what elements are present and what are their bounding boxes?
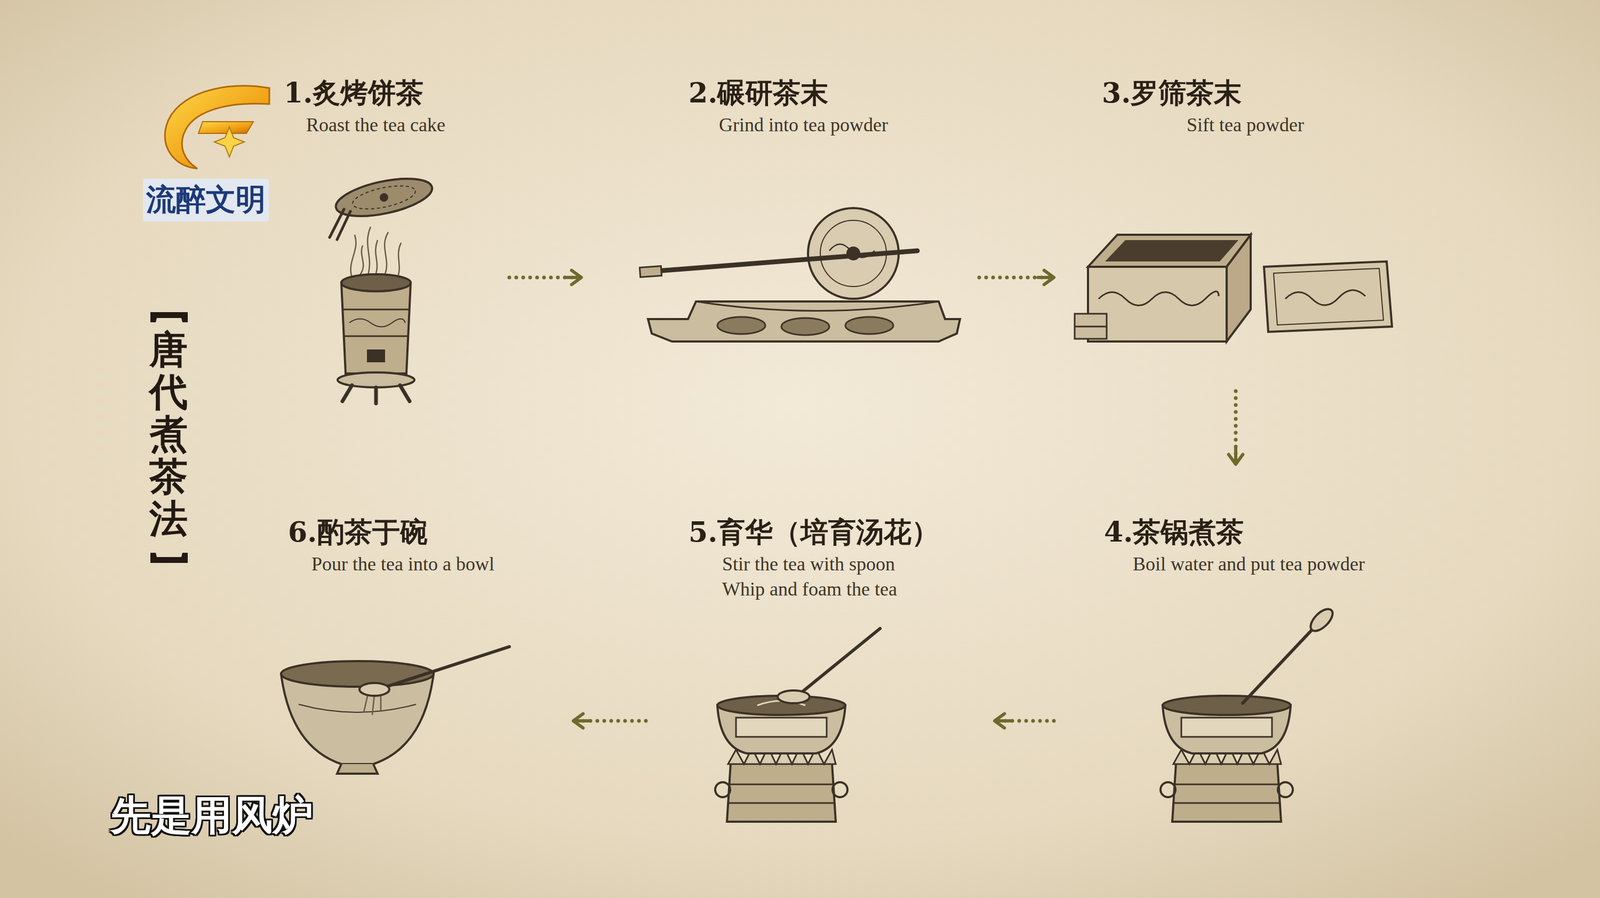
flow-arrow — [573, 718, 646, 723]
step-heading: 6.酌茶于碗 — [288, 515, 495, 549]
title-bracket — [150, 552, 188, 563]
channel-logo — [164, 85, 270, 169]
wheel-hub — [846, 246, 861, 261]
bowl-line — [298, 704, 416, 712]
step-heading: 2.碾研茶末 — [688, 76, 888, 110]
grinder-trough — [648, 301, 960, 342]
box-side — [1226, 234, 1251, 342]
process-step: 1.炙烤饼茶Roast the tea cake — [266, 69, 496, 406]
process-step: 6.酌茶于碗Pour the tea into a bowl — [266, 496, 560, 832]
pot-stove — [1160, 695, 1293, 822]
box-pattern — [1098, 291, 1219, 306]
box-top — [1088, 234, 1251, 267]
brazier-bands — [342, 309, 410, 336]
process-step: 5.育华（培育汤花）Stir the tea with spoon Whip a… — [659, 496, 982, 832]
brazier-legs — [342, 385, 410, 404]
step-heading: 5.育华（培育汤花） — [688, 515, 940, 549]
brazier-vent — [366, 349, 386, 363]
flow-arrow — [979, 275, 1054, 280]
spoon-bowl — [777, 690, 810, 703]
spoon-bowl — [1306, 604, 1336, 635]
pot-stove — [715, 695, 848, 822]
lid-pattern — [1285, 290, 1366, 306]
brazier-pattern — [349, 318, 406, 327]
pot-stove-illustration — [1160, 604, 1337, 822]
logo-bar — [198, 121, 254, 134]
step-text-group: 3.罗筛茶末Sift tea powder — [1101, 76, 1304, 138]
brazier-illustration — [329, 171, 436, 404]
step-caption: Stir the tea with spoon Whip and foam th… — [722, 551, 920, 602]
brazier-rim — [341, 274, 411, 292]
tongs — [329, 209, 351, 240]
flow-arrow — [994, 718, 1054, 723]
spoon-handle — [1242, 626, 1315, 703]
step-text-group: 4.茶锅煮茶Boil water and put tea powder — [1104, 515, 1365, 577]
watermark-label: 流醉文明 — [142, 178, 269, 222]
spoon-handle — [800, 628, 880, 694]
step-caption: Grind into tea powder — [718, 112, 888, 138]
brazier-base — [337, 372, 415, 388]
title-bracket — [150, 312, 188, 323]
box-front — [1088, 266, 1227, 342]
smoke-wisps — [350, 226, 402, 279]
axle-handle — [639, 266, 662, 278]
step-caption: Pour the tea into a bowl — [311, 551, 495, 577]
bowl-rim — [281, 660, 434, 687]
process-step: 3.罗筛茶末Sift tea powder — [1067, 69, 1408, 378]
step-text-group: 5.育华（培育汤花）Stir the tea with spoon Whip a… — [688, 515, 940, 602]
vertical-title: 唐代煮茶法 — [149, 328, 188, 540]
step-text-group: 6.酌茶于碗Pour the tea into a bowl — [288, 515, 495, 577]
grinder-illustration — [639, 208, 960, 342]
flow-arrow — [509, 275, 582, 280]
lid-border — [1273, 268, 1384, 325]
trough-groove — [696, 301, 939, 311]
step-heading: 1.炙烤饼茶 — [283, 76, 446, 110]
process-step: 4.茶锅煮茶Boil water and put tea powder — [1067, 477, 1408, 832]
step-heading: 3.罗筛茶末 — [1101, 76, 1304, 110]
flow-arrow — [1234, 390, 1238, 464]
box-lid — [1264, 261, 1392, 332]
trough-opening — [845, 316, 894, 334]
ladle-handle — [381, 646, 510, 688]
logo-swoosh — [164, 85, 270, 169]
bowl-foot — [337, 763, 378, 774]
brazier-body — [341, 282, 411, 374]
logo-star — [214, 126, 245, 157]
bowl-illustration — [281, 646, 510, 774]
trough-opening — [717, 316, 766, 334]
process-step: 2.碾研茶末Grind into tea powder — [594, 69, 966, 374]
stirring-illustration — [715, 628, 880, 822]
step-heading: 4.茶锅煮茶 — [1104, 515, 1365, 549]
ladle-bowl — [359, 682, 390, 696]
step-caption: Roast the tea cake — [306, 112, 446, 138]
trough-opening — [781, 317, 830, 335]
step-text-group: 2.碾研茶末Grind into tea powder — [688, 76, 888, 138]
box-drawer — [1074, 313, 1107, 339]
step-caption: Boil water and put tea powder — [1132, 551, 1365, 577]
subtitle-label: 先是用风炉 — [110, 788, 314, 844]
step-caption: Sift tea powder — [1186, 112, 1304, 138]
sieve-illustration — [1074, 234, 1392, 342]
sieve-screen — [1105, 240, 1239, 262]
step-text-group: 1.炙烤饼茶Roast the tea cake — [283, 76, 446, 138]
wheel-axle — [642, 250, 918, 272]
pouring-tea — [363, 693, 381, 715]
